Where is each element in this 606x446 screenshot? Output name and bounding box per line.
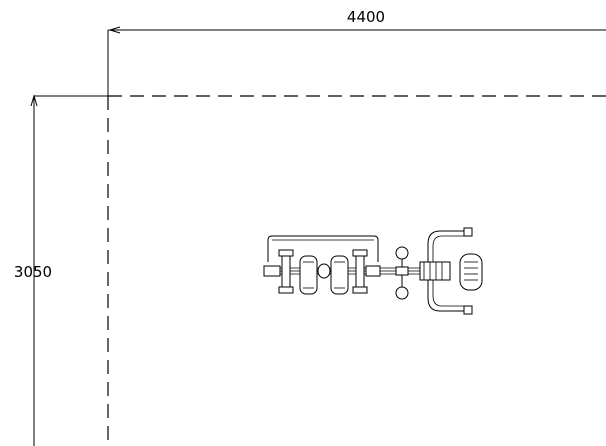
- left-pedal-hub: [263, 265, 281, 277]
- center-hub: [317, 263, 331, 279]
- right-pedal-top: [352, 249, 368, 257]
- seat-mechanism: [419, 261, 451, 281]
- handle-grip-bottom: [395, 286, 409, 300]
- handle-mount: [395, 266, 409, 276]
- handle-grip-top: [395, 246, 409, 260]
- left-footplate: [299, 255, 318, 295]
- right-footplate: [330, 255, 349, 295]
- height-dimension: 3050: [14, 94, 108, 446]
- right-pedal-bottom: [352, 286, 368, 294]
- width-dimension: 4400: [107, 8, 606, 96]
- width-dimension-label: 4400: [347, 8, 385, 26]
- left-pedal-bottom: [278, 286, 294, 294]
- equipment-plan-view: [263, 227, 483, 315]
- width-dimension-arrow: [108, 26, 121, 34]
- seat-frame-end-top: [463, 227, 473, 237]
- left-pedal-top: [278, 249, 294, 257]
- seat-cushion: [459, 253, 483, 291]
- height-dimension-label: 3050: [14, 263, 52, 281]
- left-pedal-arm: [281, 251, 291, 293]
- seat-frame-end-bottom: [463, 305, 473, 315]
- right-pedal-hub: [365, 265, 381, 277]
- equipment-frame-bar: [267, 235, 379, 262]
- right-pedal-arm: [355, 251, 365, 293]
